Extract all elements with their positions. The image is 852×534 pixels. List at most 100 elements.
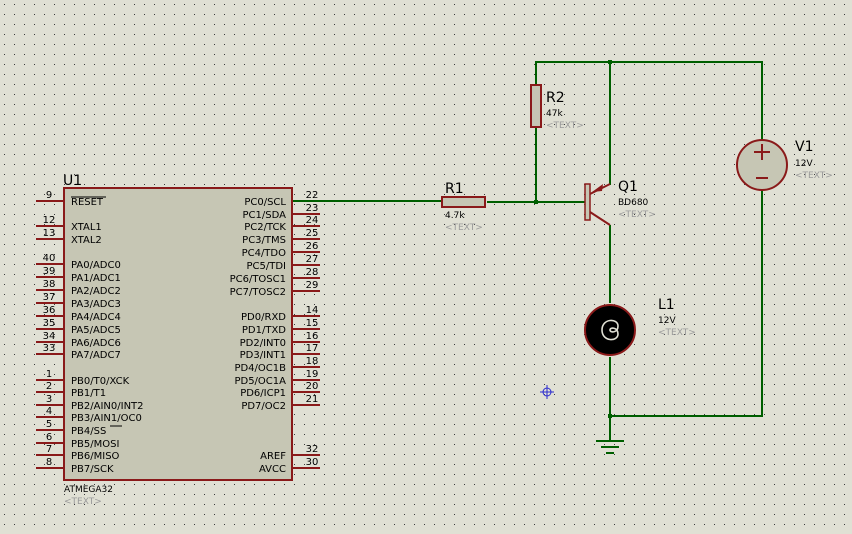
u1-pin-22-number: 22 <box>306 190 319 201</box>
u1-pin-33-number: 33 <box>43 343 56 354</box>
q1-reference: Q1 <box>618 179 638 195</box>
u1-pin-39-label: PA1/ADC1 <box>71 273 121 284</box>
v1-value: 12V <box>795 159 813 169</box>
u1-pin-16-number: 16 <box>306 331 319 342</box>
q1-emitter-arrow <box>592 184 603 192</box>
u1-pin-26-number: 26 <box>306 241 319 252</box>
u1-pin-26-label: PC4/TDO <box>242 248 287 259</box>
u1-pin-34-number: 34 <box>43 331 56 342</box>
r2-resistor[interactable]: R2 47k <TEXT> <box>530 84 584 131</box>
r1-text-tag: <TEXT> <box>445 223 483 233</box>
u1-pin-36-label: PA4/ADC4 <box>71 312 121 323</box>
u1-pin-4-number: 4 <box>46 406 52 417</box>
u1-pin-12-label: XTAL1 <box>71 222 102 233</box>
u1-pin-20-number: 20 <box>306 381 319 392</box>
q1-base-bar[interactable] <box>584 183 591 221</box>
u1-pin-9-label: RESET <box>71 197 104 208</box>
u1-pin-9-number: 9 <box>46 190 52 201</box>
u1-pin-30-number: 30 <box>306 457 319 468</box>
u1-pin-4-label: PB3/AIN1/OC0 <box>71 413 142 424</box>
u1-pin-35-number: 35 <box>43 318 56 329</box>
wire-ground-to-v1[interactable] <box>610 190 763 417</box>
u1-pin-40-label: PA0/ADC0 <box>71 260 121 271</box>
u1-pin-21-label: PD7/OC2 <box>241 401 286 412</box>
u1-pin-17-label: PD3/INT1 <box>240 350 286 361</box>
u1-pin-7-number: 7 <box>46 444 52 455</box>
q1-collector-lead <box>589 211 611 226</box>
u1-reference: U1 <box>63 173 82 189</box>
r2-body[interactable] <box>530 84 542 128</box>
u1-pin-19-number: 19 <box>306 369 319 380</box>
u1-pin-12-number: 12 <box>43 215 56 226</box>
r2-value: 47k <box>546 109 563 119</box>
junctions <box>534 60 612 418</box>
u1-pin-22-label: PC0/SCL <box>244 197 286 208</box>
u1-pin-6-label: PB5/MOSI <box>71 439 119 450</box>
v1-reference: V1 <box>795 139 813 155</box>
u1-pin-32-label: AREF <box>260 451 286 462</box>
r1-body[interactable] <box>441 196 486 208</box>
u1-pin-25-number: 25 <box>306 228 319 239</box>
u1-pin-23-number: 23 <box>306 203 319 214</box>
u1-pin-21-number: 21 <box>306 394 319 405</box>
l1-value: 12V <box>658 316 676 326</box>
l1-reference: L1 <box>658 297 675 313</box>
u1-body[interactable] <box>63 187 293 481</box>
u1-pin-14-label: PD0/RXD <box>241 312 286 323</box>
ground-symbol[interactable] <box>596 440 624 454</box>
u1-pin-5-label: PB4/SS <box>71 426 106 437</box>
u1-pin-6-number: 6 <box>46 432 52 443</box>
u1-pin-40-number: 40 <box>43 253 56 264</box>
u1-pin-20-label: PD6/ICP1 <box>240 388 286 399</box>
u1-pin-8-label: PB7/SCK <box>71 464 114 475</box>
v1-voltage-source[interactable]: V1 12V <TEXT> <box>736 139 833 191</box>
u1-pin-7-label: PB6/MISO <box>71 451 120 462</box>
u1-pin-37-number: 37 <box>43 292 56 303</box>
u1-pin-15-number: 15 <box>306 318 319 329</box>
r1-reference: R1 <box>445 181 464 197</box>
u1-pin-1-number: 1 <box>46 369 52 380</box>
r2-text-tag: <TEXT> <box>546 121 584 131</box>
u1-pin-38-label: PA2/ADC2 <box>71 286 121 297</box>
u1-pin-30-label: AVCC <box>259 464 286 475</box>
u1-pin-39-number: 39 <box>43 266 56 277</box>
u1-text-tag: <TEXT> <box>64 497 102 507</box>
u1-pin-28-label: PC6/TOSC1 <box>230 274 286 285</box>
u1-pin-29-number: 29 <box>306 280 319 291</box>
r1-resistor[interactable]: R1 4.7k <TEXT> <box>441 181 486 233</box>
u1-pin-27-label: PC5/TDI <box>246 261 286 272</box>
r2-reference: R2 <box>546 90 565 106</box>
q1-transistor[interactable]: Q1 BD680 <TEXT> <box>584 179 656 226</box>
crosshair-cursor-icon <box>540 385 554 399</box>
u1-microcontroller[interactable]: U1 ATMEGA32 <TEXT> 9RESET12XTAL113XTAL24… <box>36 173 320 507</box>
u1-pin-29-label: PC7/TOSC2 <box>230 287 286 298</box>
junction-base <box>534 200 538 204</box>
u1-pin-33-label: PA7/ADC7 <box>71 350 121 361</box>
u1-pin-25-label: PC3/TMS <box>242 235 286 246</box>
junction-bottom <box>608 414 612 418</box>
u1-pin-17-number: 17 <box>306 343 319 354</box>
r1-value: 4.7k <box>445 211 465 221</box>
u1-pin-3-number: 3 <box>46 394 52 405</box>
wire-top-rail[interactable] <box>535 61 763 140</box>
l1-lamp[interactable]: L1 12V <TEXT> <box>584 297 696 356</box>
u1-pin-1-label: PB0/T0/XCK <box>71 376 130 387</box>
u1-pin-2-label: PB1/T1 <box>71 388 106 399</box>
u1-pin-34-label: PA6/ADC6 <box>71 338 121 349</box>
u1-part-name: ATMEGA32 <box>64 485 113 495</box>
u1-pin-32-number: 32 <box>306 444 319 455</box>
q1-value: BD680 <box>618 198 649 208</box>
u1-pin-38-number: 38 <box>43 279 56 290</box>
u1-pin-24-label: PC2/TCK <box>244 222 286 233</box>
v1-body[interactable] <box>736 139 788 191</box>
u1-pin-36-number: 36 <box>43 305 56 316</box>
u1-pin-5-number: 5 <box>46 419 52 430</box>
junction-top <box>608 60 612 64</box>
u1-pin-3-label: PB2/AIN0/INT2 <box>71 401 144 412</box>
l1-filament <box>601 319 619 341</box>
u1-pin-27-number: 27 <box>306 254 319 265</box>
u1-pin-15-label: PD1/TXD <box>242 325 286 336</box>
u1-left-pins: 9RESET12XTAL113XTAL240PA0/ADC039PA1/ADC1… <box>36 190 144 475</box>
